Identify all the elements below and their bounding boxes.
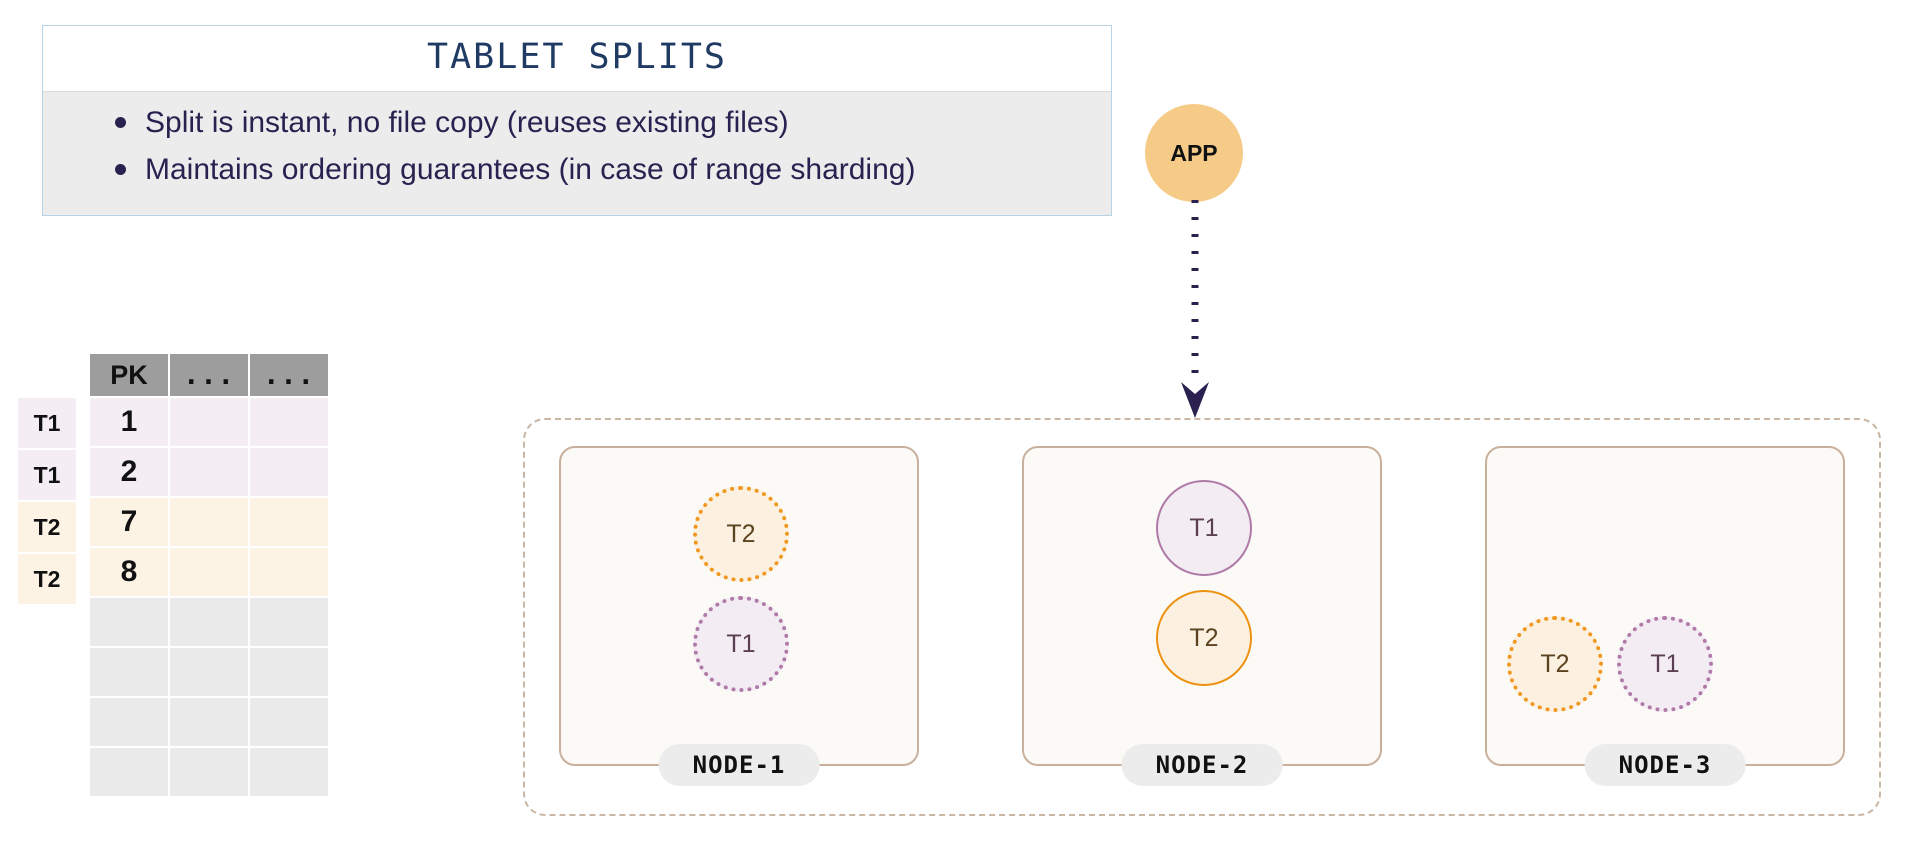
bullet-text: Split is instant, no file copy (reuses e… [145,106,789,139]
cell-pk: 2 [90,448,168,496]
bullet-dot-icon [115,163,126,175]
cell-value [170,548,248,596]
cell-value [250,748,328,796]
tablet-circle[interactable]: T2 [693,486,789,582]
tablet-label: T2 [726,519,756,548]
cell-value [250,548,328,596]
tablet-label: T1 [1650,649,1680,678]
tablet-circle[interactable]: T2 [1156,590,1252,686]
cell-value [250,598,328,646]
node-label: NODE-1 [658,744,820,786]
cell-pk: 8 [90,548,168,596]
cell-value [170,398,248,446]
table-row [90,598,328,646]
cell-value [170,698,248,746]
callout-body: Split is instant, no file copy (reuses e… [43,91,1111,216]
cell-pk: 7 [90,498,168,546]
tablet-circle[interactable]: T1 [1156,480,1252,576]
bullet-item: Split is instant, no file copy (reuses e… [43,100,1111,147]
tablet-circle[interactable]: T2 [1507,616,1603,712]
table-row: 2 [90,448,328,496]
app-label: APP [1170,139,1218,166]
table-row [90,698,328,746]
bullet-item: Maintains ordering guarantees (in case o… [43,147,1111,194]
tablet-splits-callout: TABLET SPLITS Split is instant, no file … [42,25,1112,217]
app-to-cluster-arrow-icon [1181,200,1209,418]
node-label: NODE-2 [1121,744,1283,786]
table-header-row: PK ... ... [90,354,328,396]
table-row [90,648,328,696]
app-node[interactable]: APP [1145,104,1243,202]
cell-value [170,448,248,496]
tablet-label: T1 [1189,513,1219,542]
tablet-circle[interactable]: T1 [1617,616,1713,712]
cell-pk [90,748,168,796]
column-header-3: ... [250,354,328,396]
cell-value [250,698,328,746]
row-tablet-tag: T2 [18,554,76,604]
cell-value [170,498,248,546]
row-tablet-tag: T1 [18,398,76,448]
page-title: TABLET SPLITS [43,26,1111,91]
row-tablet-tag: T2 [18,502,76,552]
row-tablet-tag: T1 [18,450,76,500]
bullet-list: Split is instant, no file copy (reuses e… [43,100,1111,193]
cell-pk: 1 [90,398,168,446]
column-header-2: ... [170,354,248,396]
cell-value [170,598,248,646]
table-row: 8 [90,548,328,596]
table-row: 7 [90,498,328,546]
cell-pk [90,598,168,646]
bullet-text: Maintains ordering guarantees (in case o… [145,152,916,186]
cell-pk [90,698,168,746]
cell-value [250,448,328,496]
node-label: NODE-3 [1584,744,1746,786]
tablet-label: T1 [726,629,756,658]
cell-value [250,648,328,696]
table-row: 1 [90,398,328,446]
cell-value [250,498,328,546]
table-row [90,748,328,796]
column-header-pk: PK [90,354,168,396]
cell-value [250,398,328,446]
cell-pk [90,648,168,696]
cell-value [170,748,248,796]
cell-value [170,648,248,696]
tablet-label: T2 [1189,623,1219,652]
tablet-circle[interactable]: T1 [693,596,789,692]
bullet-dot-icon [115,117,126,128]
tablet-label: T2 [1540,649,1570,678]
